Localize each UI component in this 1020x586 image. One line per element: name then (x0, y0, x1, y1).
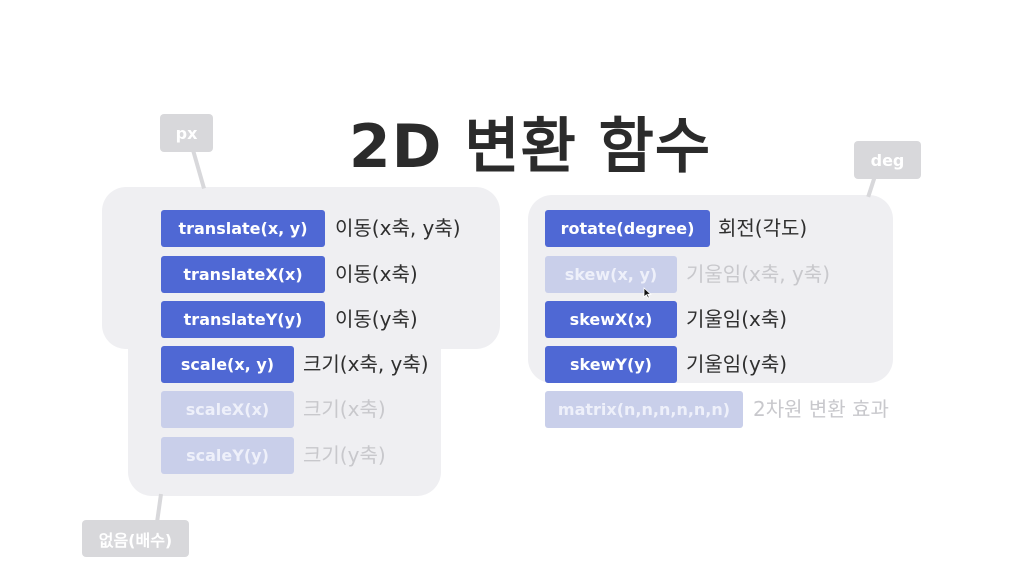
skewy-desc: 기울임(y축) (686, 352, 788, 376)
none-multiplier-tag: 없음(배수) (82, 520, 189, 557)
matrix-desc: 2차원 변환 효과 (753, 397, 889, 421)
scaley-desc: 크기(y축) (303, 443, 386, 467)
skew-desc: 기울임(x축, y축) (686, 262, 830, 286)
translatex-desc: 이동(x축) (335, 262, 418, 286)
scaley-fn: scaleY(y) (161, 437, 294, 474)
rotate-fn: rotate(degree) (545, 210, 710, 247)
rotate-desc: 회전(각도) (718, 216, 808, 240)
scalex-fn: scaleX(x) (161, 391, 294, 428)
deg-tag: deg (854, 141, 921, 179)
translatex-fn: translateX(x) (161, 256, 325, 293)
skewx-fn: skewX(x) (545, 301, 677, 338)
translatey-desc: 이동(y축) (335, 307, 418, 331)
translatey-fn: translateY(y) (161, 301, 325, 338)
skew-fn: skew(x, y) (545, 256, 677, 293)
translate-desc: 이동(x축, y축) (335, 216, 461, 240)
scale-fn: scale(x, y) (161, 346, 294, 383)
translate-fn: translate(x, y) (161, 210, 325, 247)
skewy-fn: skewY(y) (545, 346, 677, 383)
scale-desc: 크기(x축, y축) (303, 352, 429, 376)
matrix-fn: matrix(n,n,n,n,n,n) (545, 391, 743, 428)
px-tag: px (160, 114, 213, 152)
scalex-desc: 크기(x축) (303, 397, 386, 421)
skewx-desc: 기울임(x축) (686, 307, 788, 331)
page-title: 2D 변환 함수 (348, 112, 712, 182)
mouse-cursor-icon (643, 287, 652, 299)
